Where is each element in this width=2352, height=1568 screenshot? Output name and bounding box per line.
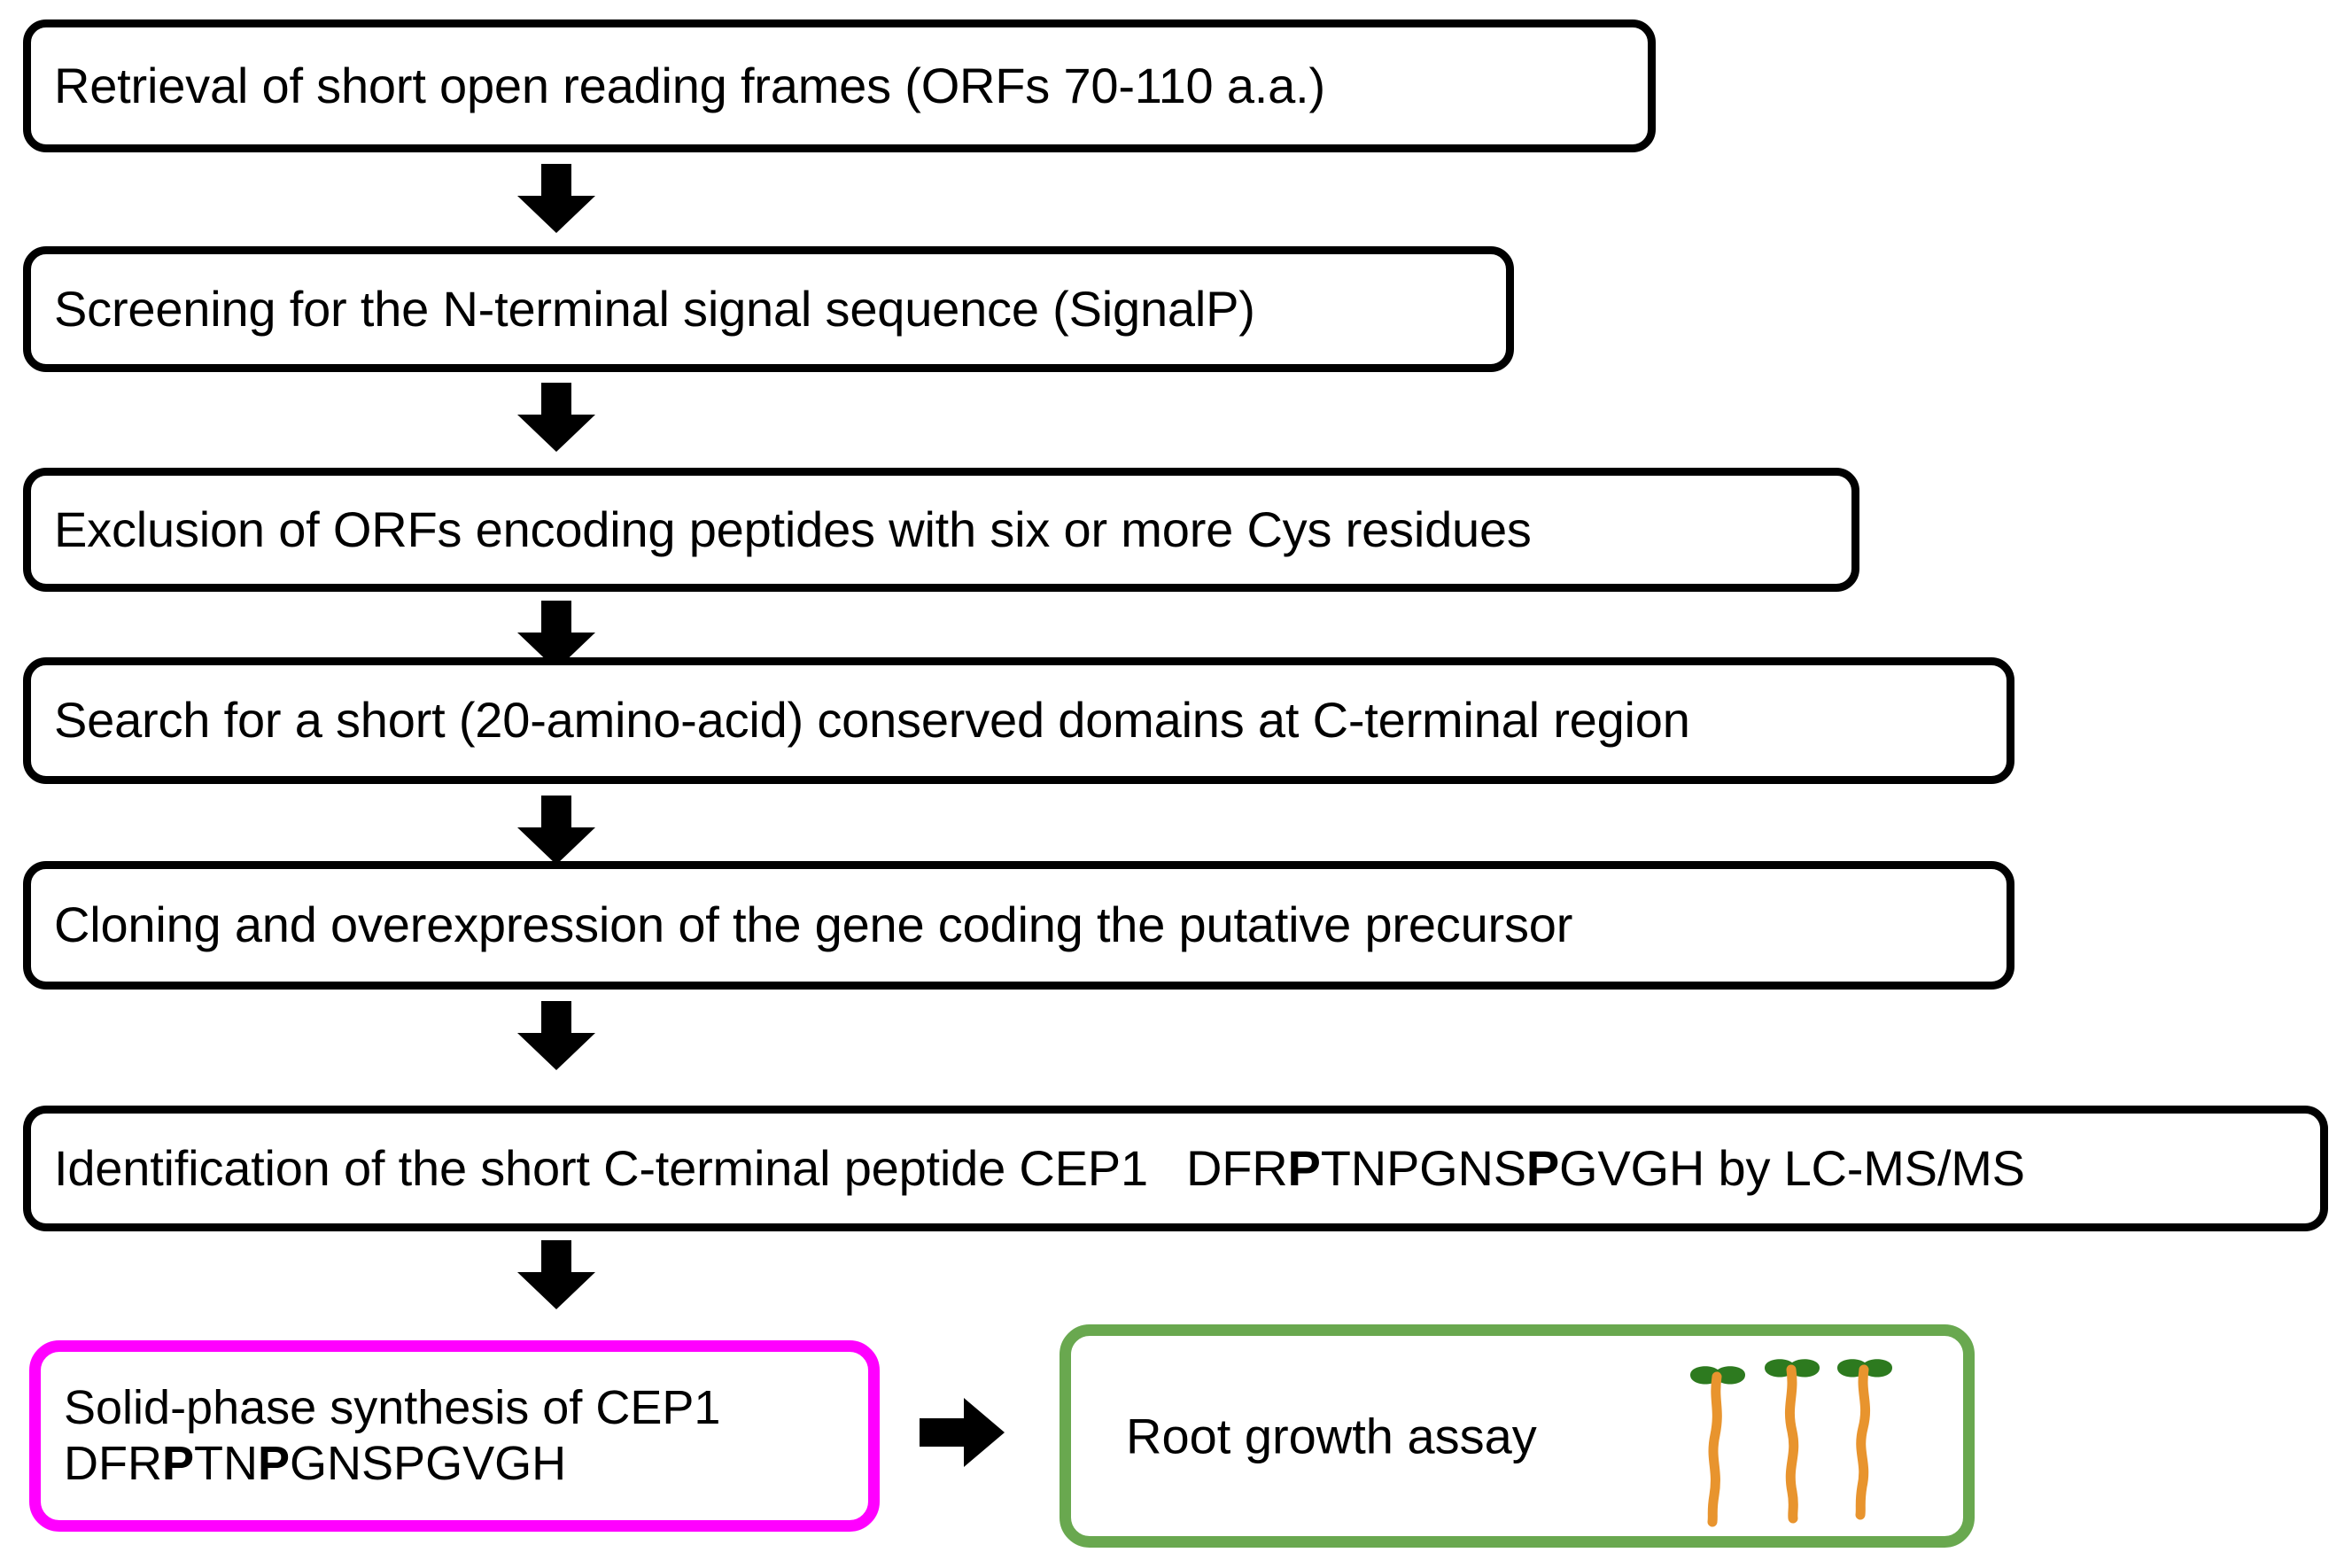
flow-step-label: Screening for the N-terminal signal sequ…	[54, 280, 1255, 337]
synthesis-seq-prefix: DFR	[64, 1437, 162, 1490]
step6-residue-bold-2: P	[1525, 1139, 1560, 1196]
flow-step-cloning-overexpression: Cloning and overexpression of the gene c…	[23, 861, 2014, 990]
arrow-down-icon	[514, 796, 599, 865]
seedling-icon	[1658, 1354, 1924, 1531]
assay-title: Root growth assay	[1126, 1408, 1537, 1464]
arrow-down-icon	[514, 601, 599, 670]
flow-step-label: Identification of the short C-terminal p…	[54, 1139, 2025, 1196]
synthesis-seq-mid-1: TN	[194, 1437, 258, 1490]
arrow-right-icon	[920, 1398, 1005, 1467]
arrow-down-icon	[514, 1240, 599, 1309]
flow-step-conserved-domain-search: Search for a short (20-amino-acid) conse…	[23, 657, 2014, 784]
step6-residue-bold-1: P	[1287, 1139, 1321, 1196]
step6-residue-mid-2: GVGH	[1559, 1139, 1705, 1196]
synthesis-sequence: DFRPTNPGNSPGVGH	[64, 1436, 868, 1492]
flow-step-label: Cloning and overexpression of the gene c…	[54, 897, 1573, 953]
step6-suffix-text: by LC-MS/MS	[1704, 1139, 2025, 1196]
flow-step-label: Search for a short (20-amino-acid) conse…	[54, 692, 1690, 749]
step6-residue-mid-1: TNPGNS	[1320, 1139, 1526, 1196]
flow-step-retrieval-orfs: Retrieval of short open reading frames (…	[23, 19, 1656, 152]
synthesis-title: Solid-phase synthesis of CEP1	[64, 1380, 721, 1434]
synthesis-seq-bold-2: P	[258, 1437, 291, 1490]
arrow-down-icon	[514, 164, 599, 233]
arrow-down-icon	[514, 383, 599, 452]
flow-step-cep1-identification: Identification of the short C-terminal p…	[23, 1106, 2328, 1231]
flow-step-label: Retrieval of short open reading frames (…	[54, 57, 1325, 113]
synthesis-seq-suffix: GNSPGVGH	[290, 1437, 567, 1490]
flow-step-label: Exclusion of ORFs encoding peptides with…	[54, 501, 1532, 557]
step6-prefix-text: Identification of the short C-terminal p…	[54, 1139, 1288, 1196]
flow-step-signal-sequence-screening: Screening for the N-terminal signal sequ…	[23, 246, 1514, 372]
flow-step-cys-exclusion: Exclusion of ORFs encoding peptides with…	[23, 468, 1859, 592]
result-box-root-growth-assay: Root growth assay	[1060, 1324, 1975, 1548]
result-box-solid-phase-synthesis: Solid-phase synthesis of CEP1 DFRPTNPGNS…	[29, 1340, 880, 1532]
arrow-down-icon	[514, 1001, 599, 1070]
synthesis-seq-bold-1: P	[161, 1437, 195, 1490]
